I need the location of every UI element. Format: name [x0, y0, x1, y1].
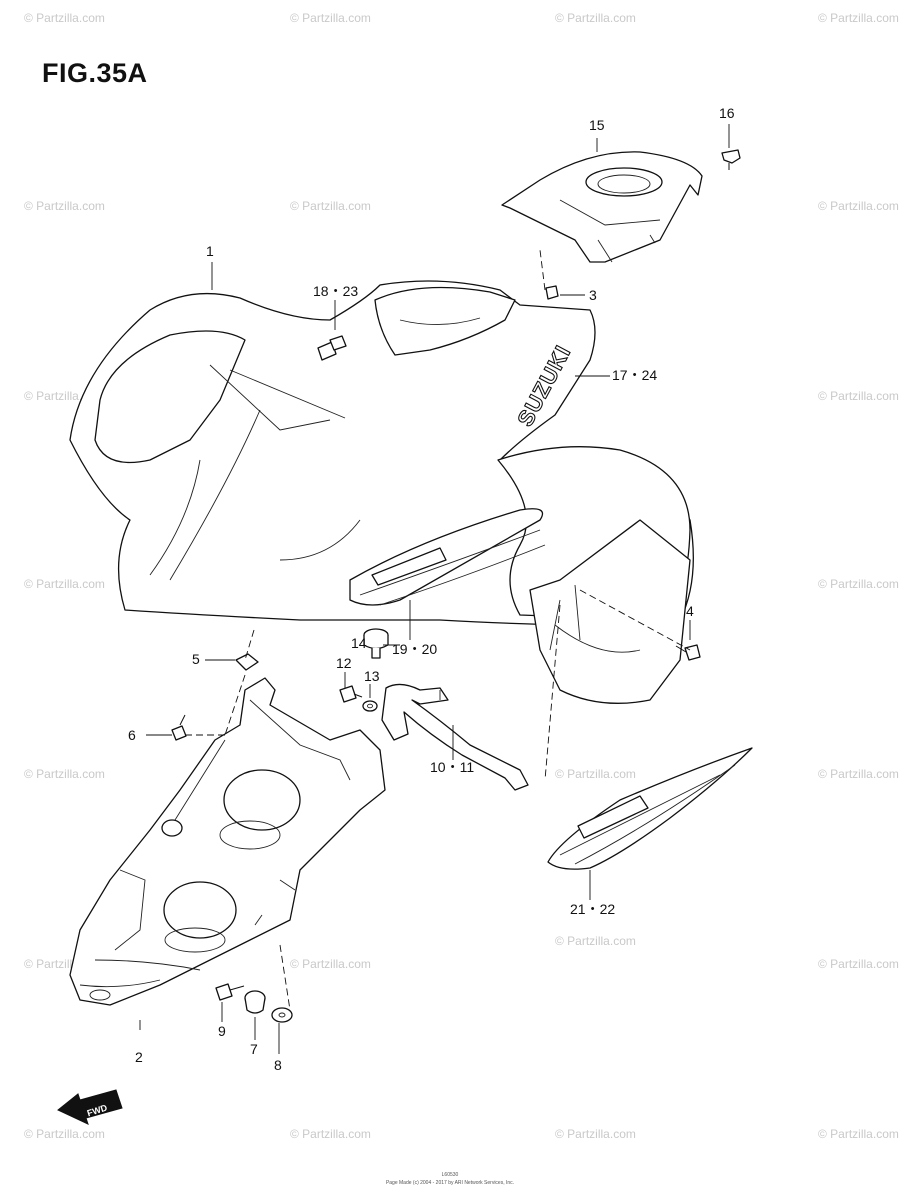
- part-2-under-fender: [69, 677, 386, 1006]
- callout-5: 5: [192, 651, 200, 667]
- leader-lines: [139, 124, 730, 1054]
- callout-3: 3: [589, 287, 597, 303]
- callout-10-11: 10・11: [430, 759, 474, 775]
- figure-title: FIG.35A: [42, 58, 148, 88]
- watermark: © Partzilla.com: [818, 11, 899, 25]
- callout-13: 13: [364, 668, 380, 684]
- watermark: © Partzilla.com: [24, 577, 105, 591]
- watermark: © Partzilla.com: [818, 389, 899, 403]
- watermark: © Partzilla.com: [818, 1127, 899, 1141]
- part-12-bolt: [339, 685, 363, 703]
- callout-16: 16: [719, 105, 735, 121]
- forward-arrow: FWD: [57, 1089, 123, 1125]
- callout-17-24: 17・24: [612, 367, 657, 383]
- part-9-bolt: [215, 983, 245, 1001]
- watermark: © Partzilla.com: [818, 767, 899, 781]
- watermark: © Partzilla.com: [24, 1127, 105, 1141]
- part-14-cushion: [363, 628, 389, 659]
- callout-15: 15: [589, 117, 605, 133]
- callout-18-23: 18・23: [313, 283, 358, 299]
- callout-12: 12: [336, 655, 352, 671]
- part-21-22-decal: [547, 747, 753, 870]
- watermark: © Partzilla.com: [290, 11, 371, 25]
- callout-19-20: 19・20: [392, 641, 437, 657]
- watermark: © Partzilla.com: [818, 957, 899, 971]
- part-6-screw: [171, 714, 187, 741]
- callout-21-22: 21・22: [570, 901, 615, 917]
- part-8-washer: [271, 1007, 293, 1023]
- watermark: © Partzilla.com: [555, 1127, 636, 1141]
- part-1-fender-liner: [529, 519, 691, 704]
- watermark: © Partzilla.com: [290, 199, 371, 213]
- watermark: © Partzilla.com: [555, 11, 636, 25]
- part-4-bolt: [675, 644, 701, 661]
- watermark: © Partzilla.com: [555, 934, 636, 948]
- watermark: © Partzilla.com: [24, 767, 105, 781]
- callout-8: 8: [274, 1057, 282, 1073]
- watermark: © Partzilla.com: [290, 1127, 371, 1141]
- part-10-11-bracket: [381, 683, 529, 791]
- part-13-washer: [362, 700, 378, 712]
- callout-6: 6: [128, 727, 136, 743]
- callout-1: 1: [206, 243, 214, 259]
- callout-4: 4: [686, 603, 694, 619]
- watermark: © Partzilla.com: [24, 11, 105, 25]
- callout-labels: 1 2 3 4 5 6 7 8 9 10・11 12 13 14 15 16 1…: [128, 105, 735, 1073]
- part-1-front-fender: SUZUKI: [69, 280, 694, 626]
- footer-copyright: Page Made (c) 2004 - 2017 by ARI Network…: [386, 1180, 514, 1186]
- watermark: © Partzilla.com: [24, 199, 105, 213]
- part-5-nut: [235, 653, 259, 671]
- part-7-collar: [244, 990, 266, 1014]
- footer-code: L60530: [442, 1172, 459, 1178]
- watermark: © Partzilla.com: [818, 577, 899, 591]
- callout-9: 9: [218, 1023, 226, 1039]
- footer: L60530 Page Made (c) 2004 - 2017 by ARI …: [386, 1172, 514, 1186]
- watermark: © Partzilla.com: [555, 767, 636, 781]
- part-15-top-cover: [501, 151, 703, 263]
- callout-14: 14: [351, 635, 367, 651]
- part-3-screw: [545, 285, 559, 300]
- watermark: © Partzilla.com: [818, 199, 899, 213]
- part-16-clip: [721, 149, 741, 170]
- callout-2: 2: [135, 1049, 143, 1065]
- watermark: © Partzilla.com: [290, 957, 371, 971]
- assembly-lines: [185, 249, 691, 1011]
- callout-7: 7: [250, 1041, 258, 1057]
